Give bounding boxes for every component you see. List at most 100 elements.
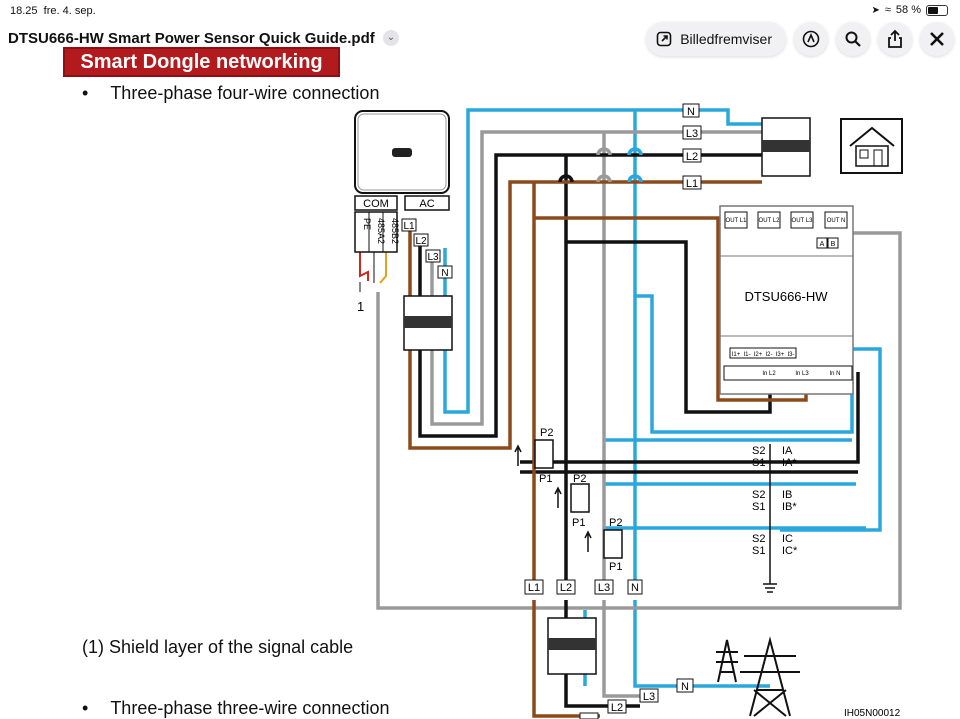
chevron-down-icon[interactable]: ⌄ bbox=[383, 30, 399, 46]
close-button[interactable] bbox=[920, 22, 954, 56]
power-pylon-icon bbox=[716, 636, 800, 717]
svg-text:P2: P2 bbox=[540, 427, 553, 439]
svg-text:P1: P1 bbox=[609, 561, 622, 573]
svg-text:S2: S2 bbox=[752, 445, 765, 457]
bottom-line-tags: L1 L2 L3 N bbox=[524, 579, 643, 595]
svg-text:IA*: IA* bbox=[782, 457, 797, 469]
svg-text:L2: L2 bbox=[415, 236, 427, 247]
svg-text:I2+: I2+ bbox=[754, 352, 763, 358]
svg-text:In L2: In L2 bbox=[762, 371, 776, 377]
ac-port-label: AC bbox=[419, 198, 434, 210]
meter-model-label: DTSU666-HW bbox=[744, 289, 828, 304]
svg-text:L1: L1 bbox=[686, 178, 698, 190]
svg-text:In N: In N bbox=[829, 371, 840, 377]
svg-text:S2: S2 bbox=[752, 489, 765, 501]
viewer-toolbar: Billedfremviser bbox=[646, 22, 954, 56]
meter-ab-terminals: A B bbox=[816, 237, 839, 249]
location-icon: ➤ bbox=[871, 4, 880, 16]
share-button[interactable] bbox=[878, 22, 912, 56]
search-icon bbox=[845, 31, 861, 47]
close-icon bbox=[930, 32, 944, 46]
battery-icon bbox=[926, 4, 948, 16]
svg-text:OUT L1: OUT L1 bbox=[726, 218, 748, 224]
com-port-label: COM bbox=[363, 198, 389, 210]
svg-text:IB: IB bbox=[782, 489, 792, 501]
dtsu666-meter: DTSU666-HW OUT L1 OUT L2 OUT L3 OUT N A … bbox=[719, 205, 854, 395]
bullet-dot: • bbox=[82, 83, 89, 103]
svg-text:IC: IC bbox=[782, 533, 793, 545]
svg-text:S1: S1 bbox=[752, 545, 765, 557]
485a2-terminal-label: 485A2 bbox=[376, 218, 386, 244]
svg-text:I3+: I3+ bbox=[776, 352, 785, 358]
wire-crossovers bbox=[558, 147, 643, 183]
svg-text:L1: L1 bbox=[403, 221, 415, 232]
battery-level bbox=[928, 6, 938, 14]
breaker-load bbox=[761, 117, 811, 177]
svg-text:OUT L2: OUT L2 bbox=[759, 218, 781, 224]
svg-text:S1: S1 bbox=[752, 501, 765, 513]
485b2-terminal-label: 485B2 bbox=[390, 218, 400, 244]
status-bar: 18.25 fre. 4. sep. ➤ ≈ 58 % bbox=[0, 0, 960, 22]
section-heading: Smart Dongle networking bbox=[63, 47, 340, 77]
svg-text:N: N bbox=[441, 268, 448, 279]
svg-text:L3: L3 bbox=[643, 691, 655, 703]
breaker-inverter bbox=[403, 295, 453, 351]
svg-text:L2: L2 bbox=[686, 151, 698, 163]
svg-text:A: A bbox=[820, 241, 825, 248]
breaker-grid bbox=[547, 617, 597, 675]
bullet-text-four-wire: Three-phase four-wire connection bbox=[110, 83, 380, 103]
svg-text:B: B bbox=[831, 241, 836, 248]
meter-input-terminals: In L2 In L3 In N bbox=[723, 365, 853, 381]
svg-text:P2: P2 bbox=[573, 473, 586, 485]
svg-text:IB*: IB* bbox=[782, 501, 797, 513]
pe-terminal-label: PE bbox=[362, 218, 372, 230]
svg-text:OUT L3: OUT L3 bbox=[792, 218, 814, 224]
inverter: COM AC PE 485A2 485B2 1 bbox=[354, 110, 450, 314]
wire-l1-brown bbox=[408, 180, 808, 718]
open-in-app-button[interactable]: Billedfremviser bbox=[646, 22, 786, 56]
svg-text:I3-: I3- bbox=[787, 352, 794, 358]
svg-text:L3: L3 bbox=[598, 582, 610, 594]
svg-text:N: N bbox=[681, 681, 689, 693]
svg-text:I1+: I1+ bbox=[732, 352, 741, 358]
bullet-text-three-wire: Three-phase three-wire connection bbox=[110, 698, 390, 718]
open-in-app-label: Billedfremviser bbox=[680, 31, 772, 47]
svg-text:N: N bbox=[687, 106, 695, 118]
svg-text:L2: L2 bbox=[560, 582, 572, 594]
document-title[interactable]: DTSU666-HW Smart Power Sensor Quick Guid… bbox=[8, 30, 375, 47]
svg-text:In L3: In L3 bbox=[795, 371, 809, 377]
shield-callout-number: 1 bbox=[357, 299, 364, 314]
svg-text:IC*: IC* bbox=[782, 545, 798, 557]
document-title-bar: DTSU666-HW Smart Power Sensor Quick Guid… bbox=[0, 22, 960, 56]
markup-pen-icon bbox=[802, 30, 820, 48]
top-line-tags: N L3 L2 L1 bbox=[682, 103, 702, 190]
svg-text:OUT N: OUT N bbox=[827, 218, 846, 224]
open-external-icon bbox=[656, 31, 672, 47]
svg-text:L3: L3 bbox=[427, 252, 439, 263]
shield-wires bbox=[359, 252, 387, 292]
svg-text:I1-: I1- bbox=[743, 352, 750, 358]
wiring-diagram: COM AC PE 485A2 485B2 1 L1 L2 L3 N N L3 … bbox=[354, 103, 903, 719]
share-icon bbox=[888, 29, 902, 48]
ac-line-tags: L1 L2 L3 N bbox=[401, 218, 453, 279]
search-button[interactable] bbox=[836, 22, 870, 56]
svg-text:P2: P2 bbox=[609, 517, 622, 529]
svg-text:L1: L1 bbox=[528, 582, 540, 594]
bullet-item: •Three-phase three-wire connection bbox=[82, 698, 389, 719]
status-time: 18.25 fre. 4. sep. bbox=[10, 5, 96, 17]
battery-percent: 58 % bbox=[895, 4, 921, 16]
svg-text:L3: L3 bbox=[686, 128, 698, 140]
house-icon bbox=[840, 118, 903, 174]
svg-text:S1: S1 bbox=[752, 457, 765, 469]
wire-l2-black bbox=[418, 153, 860, 708]
wifi-icon: ≈ bbox=[884, 4, 891, 16]
document-code: IH05N00012 bbox=[844, 708, 901, 719]
meter-output-terminals: OUT L1 OUT L2 OUT L3 OUT N bbox=[724, 211, 848, 229]
grid-line-tags: N L3 L2 bbox=[579, 678, 694, 719]
meter-current-terminals: I1+ I1- I2+ I2- I3+ I3- bbox=[729, 347, 797, 359]
diagram-caption: (1) Shield layer of the signal cable bbox=[82, 637, 354, 657]
pdf-page[interactable]: Smart Dongle networking • Three-phase fou… bbox=[0, 47, 960, 719]
markup-button[interactable] bbox=[794, 22, 828, 56]
